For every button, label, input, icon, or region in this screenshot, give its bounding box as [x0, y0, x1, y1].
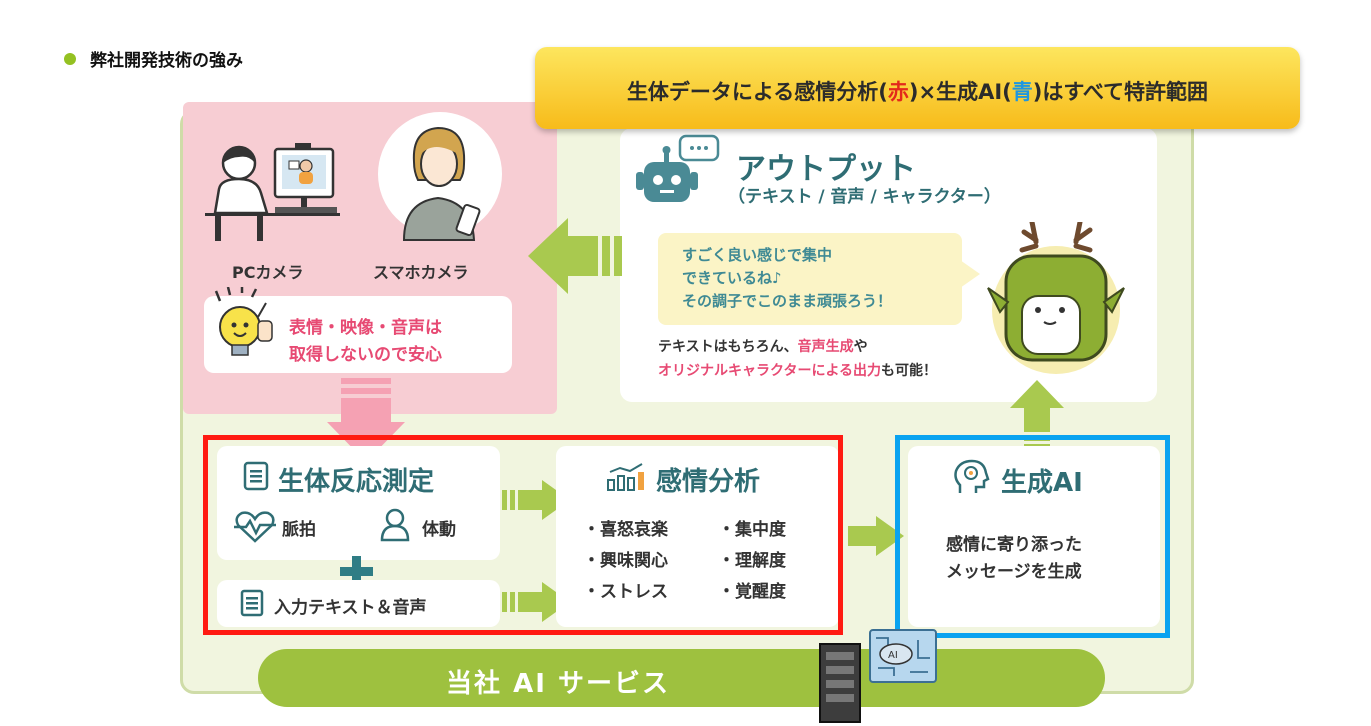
- output-subtitle: （テキスト / 音声 / キャラクター）: [728, 187, 1001, 207]
- lightbulb-icon: [214, 287, 273, 356]
- speech-line3: その調子でこのまま頑張ろう！: [682, 292, 893, 310]
- heading-bullet: [64, 53, 76, 65]
- emotion-item: ・ストレス: [583, 582, 668, 602]
- section-heading: 弊社開発技術の強み: [90, 51, 243, 71]
- output-desc-line1: テキストはもちろん、音声生成や: [658, 339, 868, 355]
- server-ai-chip-icon: AI: [819, 629, 937, 723]
- speech-bubble-tail: [960, 260, 980, 288]
- bar-chart-icon: [607, 463, 644, 491]
- ai-brain-head-icon: [954, 459, 990, 493]
- privacy-text-line1: 表情・映像・音声は: [289, 318, 442, 338]
- bio-title: 生体反応測定: [278, 467, 435, 497]
- arrow-right-icon: [848, 516, 904, 556]
- arrow-right-icon: [502, 582, 570, 622]
- input-text-card: [217, 580, 500, 627]
- emotion-item: ・集中度: [718, 520, 786, 540]
- pc-user-illustration: [205, 143, 340, 241]
- patent-badge-text: 生体データによる感情分析(赤)×生成AI(青)はすべて特許範囲: [626, 80, 1209, 104]
- privacy-text-line2: 取得しないので安心: [289, 345, 442, 365]
- output-title: アウトプット: [736, 152, 916, 187]
- person-icon: [380, 508, 410, 542]
- output-desc-line2: オリジナルキャラクターによる出力も可能！: [658, 363, 938, 379]
- speech-bubble: [658, 233, 962, 325]
- plus-icon: [340, 556, 373, 588]
- robot-chat-icon: [636, 134, 720, 202]
- emotion-item: ・覚醒度: [718, 582, 786, 602]
- gen-ai-title: 生成AI: [1001, 468, 1083, 498]
- emotion-item: ・喜怒哀楽: [583, 520, 668, 540]
- speech-line2: できているね♪: [682, 269, 782, 287]
- server-ai-label: AI: [888, 650, 898, 661]
- gen-ai-card: [908, 446, 1160, 627]
- arrow-right-icon: [502, 480, 570, 520]
- emotion-title: 感情分析: [656, 467, 761, 497]
- arrow-left-icon: [528, 218, 622, 294]
- gen-ai-line2: メッセージを生成: [946, 562, 1082, 582]
- smartphone-user-illustration: [378, 112, 502, 241]
- service-bar: [258, 649, 1105, 707]
- pc-camera-label: PCカメラ: [232, 263, 304, 282]
- service-label: 当社 AI サービス: [446, 669, 670, 699]
- arrow-down-icon: [327, 378, 405, 462]
- patent-red-frame: [203, 435, 843, 635]
- deer-mascot-illustration: [987, 222, 1125, 374]
- patent-blue-frame: [895, 435, 1170, 638]
- motion-label: 体動: [422, 520, 456, 540]
- patent-badge: [535, 47, 1300, 129]
- heartbeat-icon: [234, 511, 276, 543]
- gen-ai-line1: 感情に寄り添った: [946, 535, 1082, 555]
- emotion-item: ・興味関心: [583, 551, 668, 571]
- speech-line1: すごく良い感じで集中: [682, 246, 833, 264]
- pulse-label: 脈拍: [282, 520, 316, 540]
- emotion-item: ・理解度: [718, 551, 786, 571]
- clipboard-icon: [243, 461, 269, 491]
- bio-measurement-card: [217, 446, 500, 560]
- smartphone-camera-label: スマホカメラ: [373, 263, 469, 282]
- emotion-analysis-card: [556, 446, 839, 627]
- document-icon: [240, 589, 264, 617]
- input-text-label: 入力テキスト＆音声: [274, 598, 427, 618]
